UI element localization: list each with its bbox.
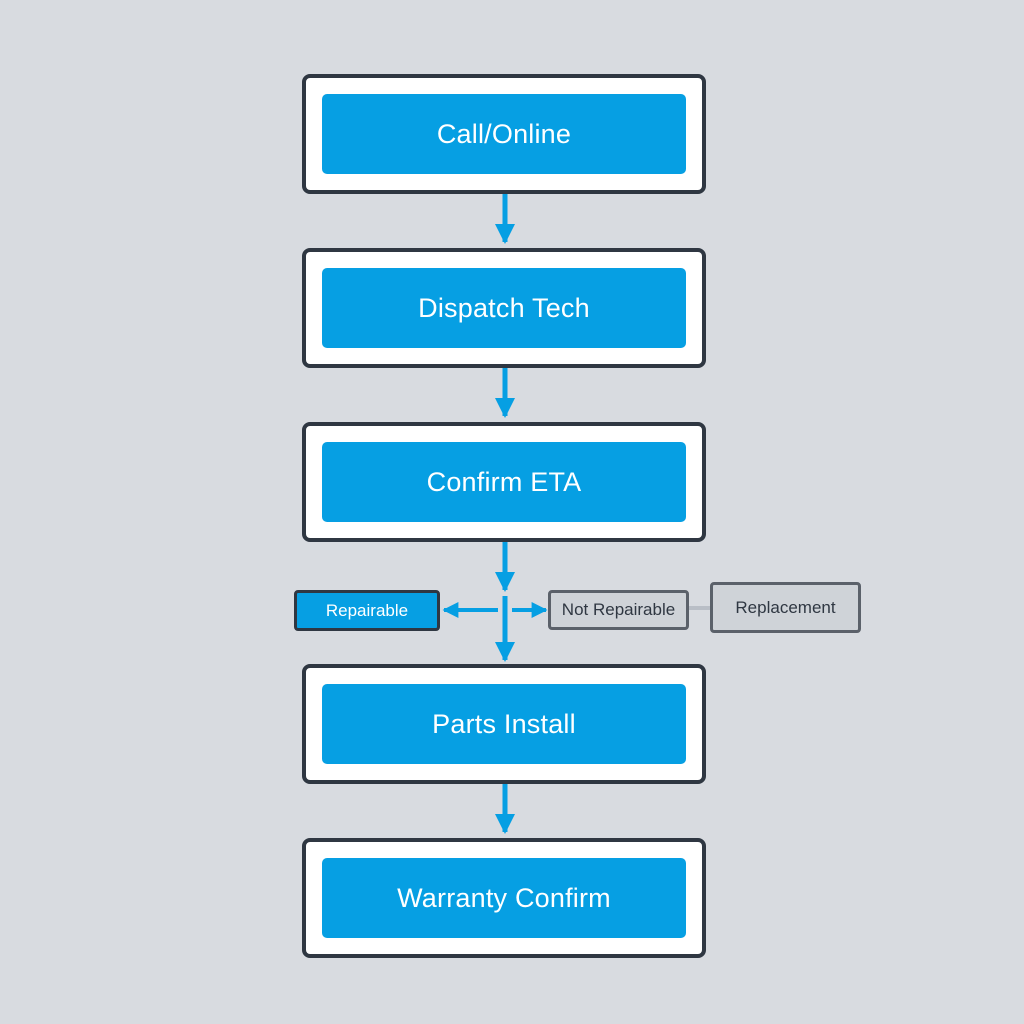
step-warranty-confirm-label: Warranty Confirm <box>322 858 686 938</box>
step-warranty-confirm: Warranty Confirm <box>302 838 706 958</box>
step-confirm-eta: Confirm ETA <box>302 422 706 542</box>
step-call-online-label: Call/Online <box>322 94 686 174</box>
step-call-online: Call/Online <box>302 74 706 194</box>
step-dispatch-tech-label: Dispatch Tech <box>322 268 686 348</box>
branch-replacement-label: Replacement <box>735 597 836 617</box>
step-parts-install-label: Parts Install <box>322 684 686 764</box>
step-dispatch-tech: Dispatch Tech <box>302 248 706 368</box>
branch-not-repairable-label: Not Repairable <box>561 600 676 619</box>
step-confirm-eta-label: Confirm ETA <box>322 442 686 522</box>
branch-not-repairable: Not Repairable <box>548 590 689 630</box>
branch-repairable: Repairable <box>294 590 440 631</box>
branch-repairable-label: Repairable <box>325 600 409 620</box>
step-parts-install: Parts Install <box>302 664 706 784</box>
branch-replacement: Replacement <box>710 582 861 633</box>
